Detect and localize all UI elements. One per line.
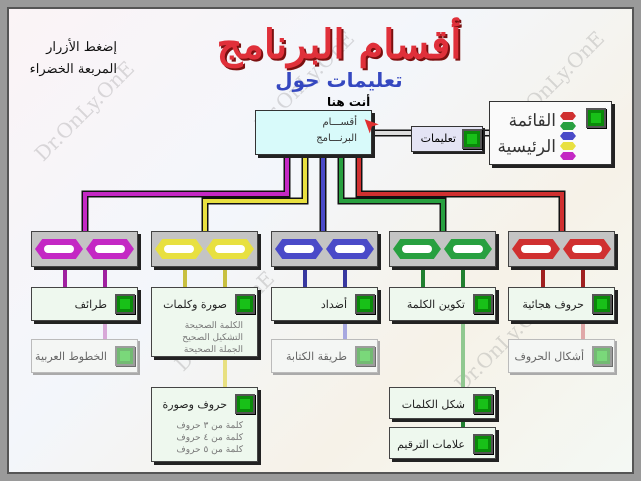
green-square-button[interactable]: [592, 294, 612, 314]
section-card[interactable]: طرائف: [31, 287, 138, 321]
section-card[interactable]: شكل الكلمات: [389, 387, 496, 419]
group-header-purple: [31, 231, 138, 267]
hex-icon: [155, 239, 203, 259]
green-square-button[interactable]: [235, 294, 255, 314]
group-header-red: [508, 231, 615, 267]
hint-line-1: إضغط الأزرار: [46, 40, 117, 55]
hex-icon: [393, 239, 441, 259]
green-square-button[interactable]: [115, 346, 135, 366]
main-menu-label: القائمة الرئيسية: [497, 111, 556, 157]
section-label: صورة وكلمات: [163, 298, 227, 311]
hex-icon: [444, 239, 492, 259]
section-card[interactable]: طريقة الكتابة: [271, 339, 378, 373]
section-card[interactable]: أشكال الحروف: [508, 339, 615, 373]
green-square-button[interactable]: [586, 108, 606, 128]
hex-icon: [275, 239, 323, 259]
section-card[interactable]: حروف هجائية: [508, 287, 615, 321]
green-square-button[interactable]: [473, 294, 493, 314]
section-card[interactable]: صورة وكلمات الكلمة الصحيحة التشكيل الصحيح ا…: [151, 287, 258, 357]
section-label: حروف وصورة: [162, 398, 228, 411]
green-square-button[interactable]: [592, 346, 612, 366]
green-square-button[interactable]: [473, 434, 493, 454]
green-square-button[interactable]: [473, 394, 493, 414]
section-card[interactable]: الخطوط العربية: [31, 339, 138, 373]
hex-icon: [560, 112, 576, 120]
group-header-yellow: [151, 231, 258, 267]
sub-item[interactable]: كلمة من ٣ حروف: [176, 421, 243, 431]
section-label: الخطوط العربية: [35, 350, 107, 363]
section-label: أضداد: [320, 298, 347, 311]
section-label: طريقة الكتابة: [286, 350, 347, 363]
page-title: أقسام البرنامج تعليمات حول: [179, 21, 499, 92]
green-square-button[interactable]: [462, 129, 482, 149]
title-main: أقسام البرنامج: [216, 21, 462, 68]
group-header-green: [389, 231, 496, 267]
instructions-label: تعليمات: [420, 132, 456, 145]
section-label: شكل الكلمات: [401, 398, 465, 411]
section-label: أشكال الحروف: [514, 350, 584, 363]
section-card[interactable]: حروف وصورة كلمة من ٣ حروف كلمة من ٤ حروف كل…: [151, 387, 258, 462]
hex-icon: [563, 239, 611, 259]
sub-item[interactable]: الكلمة الصحيحة: [184, 321, 243, 331]
green-square-button[interactable]: [115, 294, 135, 314]
section-label: تكوين الكلمة: [406, 298, 465, 311]
section-label: حروف هجائية: [522, 298, 584, 311]
program-sections-screen: Dr.OnLy.OnE Dr.OnLy.OnE Dr.OnLy.OnE Dr.O…: [7, 7, 634, 474]
green-square-button[interactable]: [235, 394, 255, 414]
instructions-button[interactable]: تعليمات: [411, 126, 483, 152]
current-line-1: أقســـام: [322, 117, 357, 128]
section-label: طرائف: [74, 298, 107, 311]
main-menu-button[interactable]: القائمة الرئيسية: [489, 101, 612, 165]
hint-line-2: المربعة الخضراء: [29, 62, 117, 77]
section-card[interactable]: أضداد: [271, 287, 378, 321]
sub-item[interactable]: كلمة من ٥ حروف: [176, 445, 243, 455]
hex-icon: [326, 239, 374, 259]
hex-icon: [560, 122, 576, 130]
hex-icon: [206, 239, 254, 259]
sub-item[interactable]: التشكيل الصحيح: [182, 333, 243, 343]
connector-lines: [63, 129, 585, 429]
current-line-2: البرنـــامج: [316, 133, 357, 144]
current-section-box: أقســـام البرنـــامج: [255, 110, 372, 155]
green-square-button[interactable]: [355, 294, 375, 314]
you-are-here-label: أنت هنا: [327, 95, 371, 109]
sub-item[interactable]: كلمة من ٤ حروف: [176, 433, 243, 443]
group-header-blue: [271, 231, 378, 267]
section-card[interactable]: تكوين الكلمة: [389, 287, 496, 321]
sub-item[interactable]: الجملة الصحيحة: [183, 345, 243, 355]
hex-icon: [560, 152, 576, 160]
section-card[interactable]: علامات الترقيم: [389, 427, 496, 459]
hex-icon: [512, 239, 560, 259]
green-square-button[interactable]: [355, 346, 375, 366]
hex-icon: [560, 142, 576, 150]
title-sub: تعليمات حول: [275, 68, 403, 92]
hex-icon: [35, 239, 83, 259]
section-label: علامات الترقيم: [397, 438, 465, 451]
hex-icon: [560, 132, 576, 140]
instruction-hint: إضغط الأزرار المربعة الخضراء: [17, 37, 117, 81]
hex-icon: [86, 239, 134, 259]
